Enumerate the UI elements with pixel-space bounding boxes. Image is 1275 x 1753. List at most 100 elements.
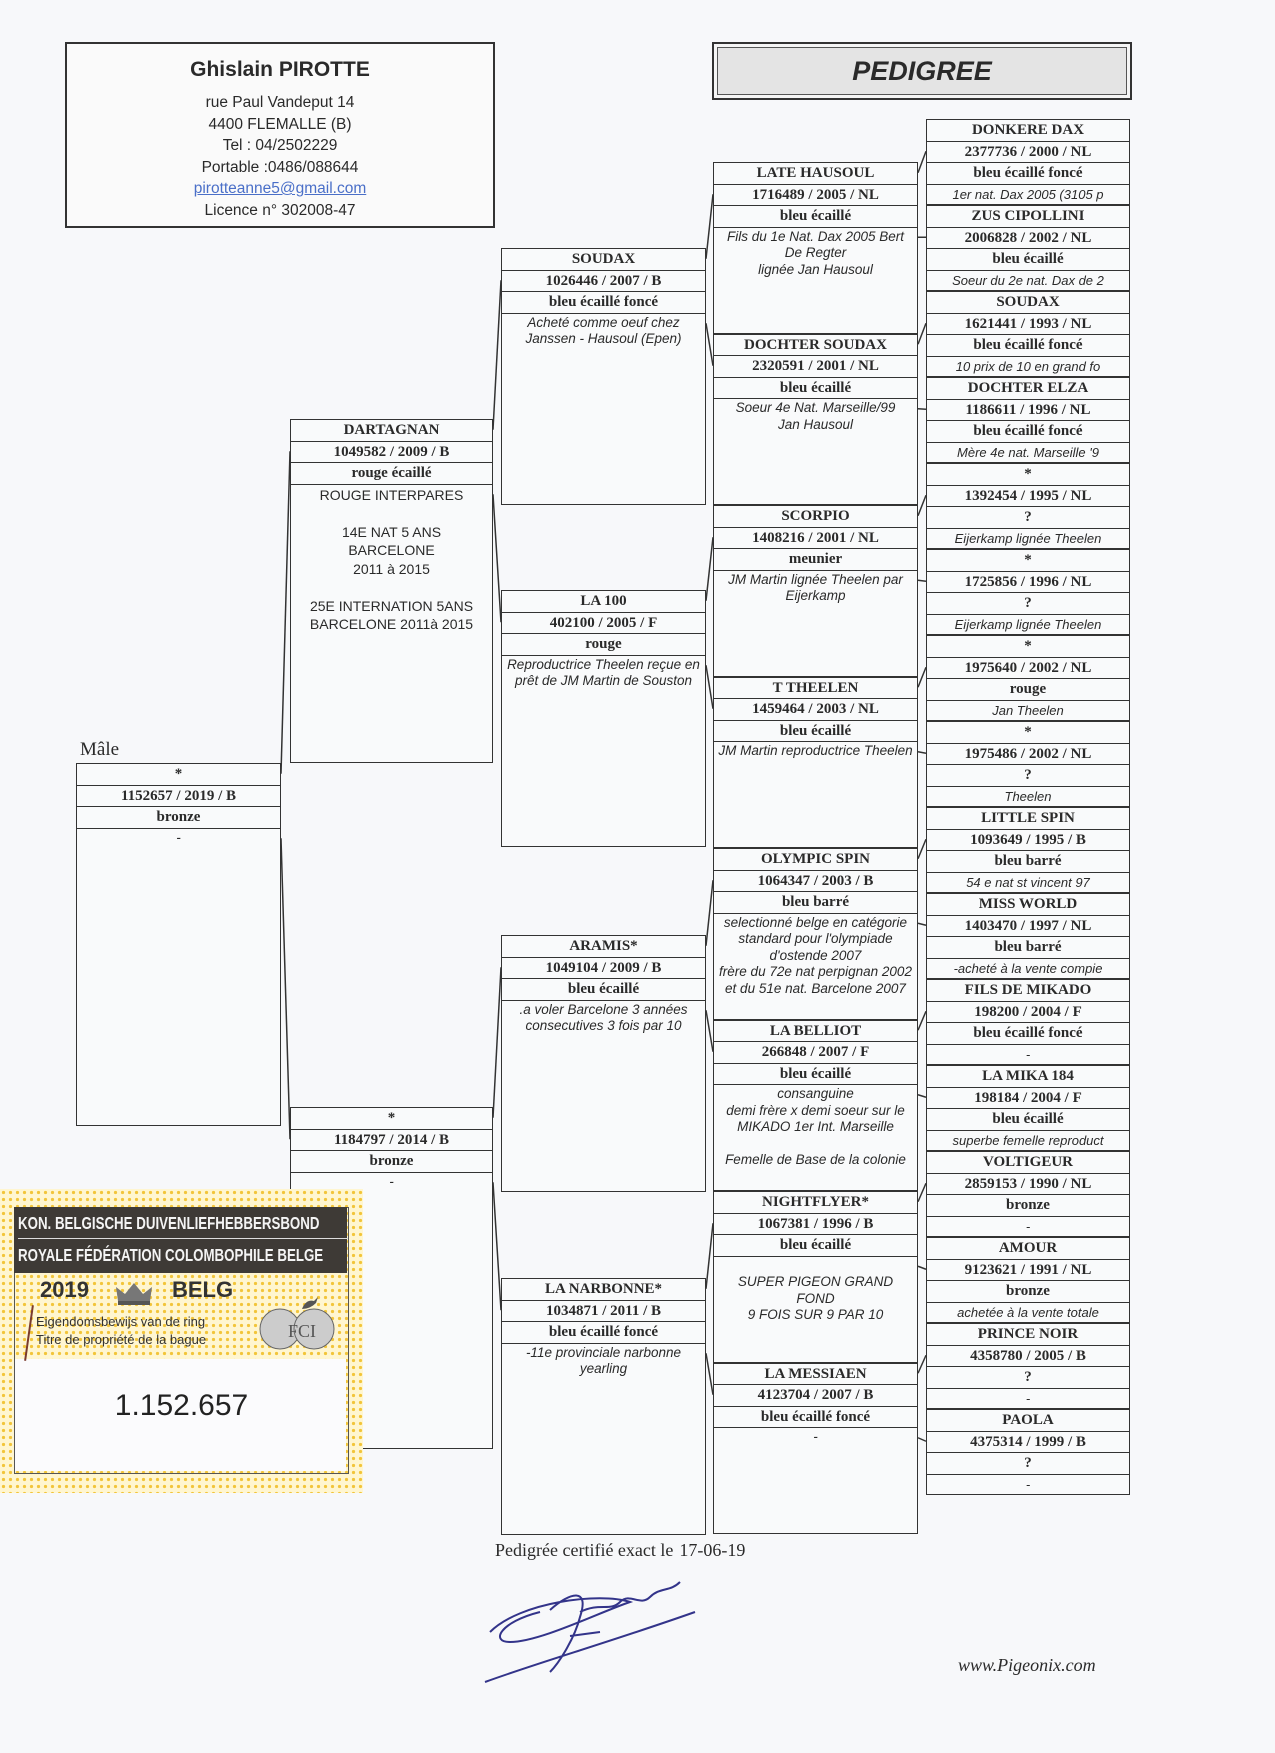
bird-name: LA MESSIAEN [714, 1364, 917, 1385]
bird-notes: Jan Theelen [992, 702, 1064, 718]
connector-line [705, 1223, 714, 1289]
bird-ring-number: 2320591 / 2001 / NL [714, 356, 917, 378]
website-link[interactable]: www.Pigeonix.com [958, 1655, 1096, 1675]
bird-color: bronze [927, 1281, 1129, 1303]
connector-line [492, 1182, 502, 1311]
bird-name: * [927, 636, 1129, 658]
bird-notes: - [1025, 1218, 1031, 1234]
bird-notes: achetée à la vente totale [957, 1304, 1099, 1320]
bird-name: OLYMPIC SPIN [714, 849, 917, 871]
bird-color: bleu écaillé [927, 1109, 1129, 1131]
certified-label: Pedigrée certifié exact le [495, 1540, 674, 1560]
connector-line [917, 751, 927, 754]
bird-ring-number: 1403470 / 1997 / NL [927, 916, 1129, 937]
connector-line [917, 494, 927, 517]
ring-card-header-nl: KON. BELGISCHE DUIVENLIEFHEBBERSBOND [18, 1213, 320, 1233]
bird-notes: -acheté à la vente compie [953, 960, 1103, 976]
bird-notes: Soeur 4e Nat. Marseille/99 Jan Hausoul [735, 400, 896, 432]
bird-name: T THEELEN [714, 678, 917, 699]
bird-notes: Eijerkamp lignée Theelen [954, 530, 1102, 546]
sex-label: Mâle [80, 739, 120, 760]
bird-notes: -11e provinciale narbonne yearling [525, 1344, 682, 1377]
bird-color: bleu écaillé foncé [927, 421, 1129, 443]
bird-ring-number: 1064347 / 2003 / B [714, 871, 917, 892]
owner-name: Ghislain PIROTTE [190, 58, 370, 81]
bird-notes: JM Martin reproductrice Theelen [718, 743, 913, 758]
crown-icon [116, 1283, 152, 1305]
bird-name: ZUS CIPOLLINI [927, 206, 1129, 228]
bird-ring-number: 2859153 / 1990 / NL [927, 1174, 1129, 1195]
bird-color: bleu écaillé [714, 1235, 917, 1257]
bird-color: bleu écaillé foncé [927, 163, 1129, 185]
bird-name: VOLTIGEUR [927, 1152, 1129, 1174]
connector-line [917, 922, 927, 926]
bird-name: * [927, 550, 1129, 572]
bird-notes: - [813, 1429, 818, 1444]
connector-line [917, 408, 927, 410]
ring-card-number: 1.152.657 [114, 1389, 249, 1422]
bird-ring-number: 1408216 / 2001 / NL [714, 528, 917, 549]
owner-mobile: Portable :0486/088644 [201, 158, 359, 176]
bird-name: LA MIKA 184 [927, 1066, 1129, 1088]
ring-card-country: BELG [172, 1277, 234, 1302]
bird-color: rouge [927, 679, 1129, 701]
bird-name: SOUDAX [927, 292, 1129, 314]
connector-line [917, 579, 927, 582]
bird-notes: Fils du 1e Nat. Dax 2005 Bert De Regter … [726, 228, 905, 277]
bird-color: bleu barré [927, 851, 1129, 873]
bird-ring-number: 1459464 / 2003 / NL [714, 699, 917, 721]
bird-ring-number: 1067381 / 1996 / B [714, 1214, 917, 1235]
bird-color: rouge [502, 634, 705, 656]
bird-color: bronze [77, 807, 280, 829]
bird-color: ? [927, 507, 1129, 529]
ring-card-header-fr-line: ROYALE FÉDÉRATION COLOMBOPHILE BELGE [18, 1239, 348, 1271]
connector-line [917, 1094, 927, 1098]
bird-ring-number: 402100 / 2005 / F [502, 613, 705, 634]
connector-line [705, 1353, 714, 1395]
bird-notes: - [1025, 1390, 1031, 1406]
bird-ring-number: 4375314 / 1999 / B [927, 1432, 1129, 1453]
bird-ring-number: 2377736 / 2000 / NL [927, 142, 1129, 163]
bird-ring-number: 1716489 / 2005 / NL [714, 185, 917, 206]
bird-ring-number: 4123704 / 2007 / B [714, 1385, 917, 1407]
bird-name: FILS DE MIKADO [927, 980, 1129, 1002]
ring-card-label-fr: Titre de propriété de la bague [36, 1332, 207, 1347]
owner-licence: Licence n° 302008-47 [204, 201, 356, 219]
bird-notes: Acheté comme oeuf chez Janssen - Hausoul… [525, 314, 682, 347]
bird-notes: Reproductrice Theelen reçue en prêt de J… [507, 656, 700, 689]
bird-color: bleu écaillé foncé [502, 292, 705, 314]
owner-address-city: 4400 FLEMALLE (B) [208, 115, 352, 133]
owner-email-link[interactable]: pirotteanne5@gmail.com [193, 180, 367, 197]
bird-notes: consanguine demi frère x demi soeur sur … [725, 1086, 906, 1167]
ring-card-header: KON. BELGISCHE DUIVENLIEFHEBBERSBOND ROY… [14, 1207, 348, 1273]
connector-line [705, 665, 714, 709]
connector-line [917, 1182, 927, 1203]
bird-name: AMOUR [927, 1238, 1129, 1260]
bird-name: * [927, 722, 1129, 744]
connector-line [917, 666, 927, 688]
connector-line [280, 451, 291, 774]
bird-color: bronze [291, 1151, 492, 1173]
ring-card-header-nl-line: KON. BELGISCHE DUIVENLIEFHEBBERSBOND [18, 1207, 348, 1239]
pedigree-box: *1725856 / 1996 / NL?Eijerkamp lignée Th… [926, 549, 1130, 635]
bird-notes: SUPER PIGEON GRAND FOND 9 FOIS SUR 9 PAR… [737, 1274, 894, 1322]
ring-ownership-card: KON. BELGISCHE DUIVENLIEFHEBBERSBOND ROY… [0, 1189, 363, 1493]
bird-name: LA BELLIOT [714, 1021, 917, 1042]
bird-notes: JM Martin lignée Theelen par Eijerkamp [728, 571, 903, 604]
